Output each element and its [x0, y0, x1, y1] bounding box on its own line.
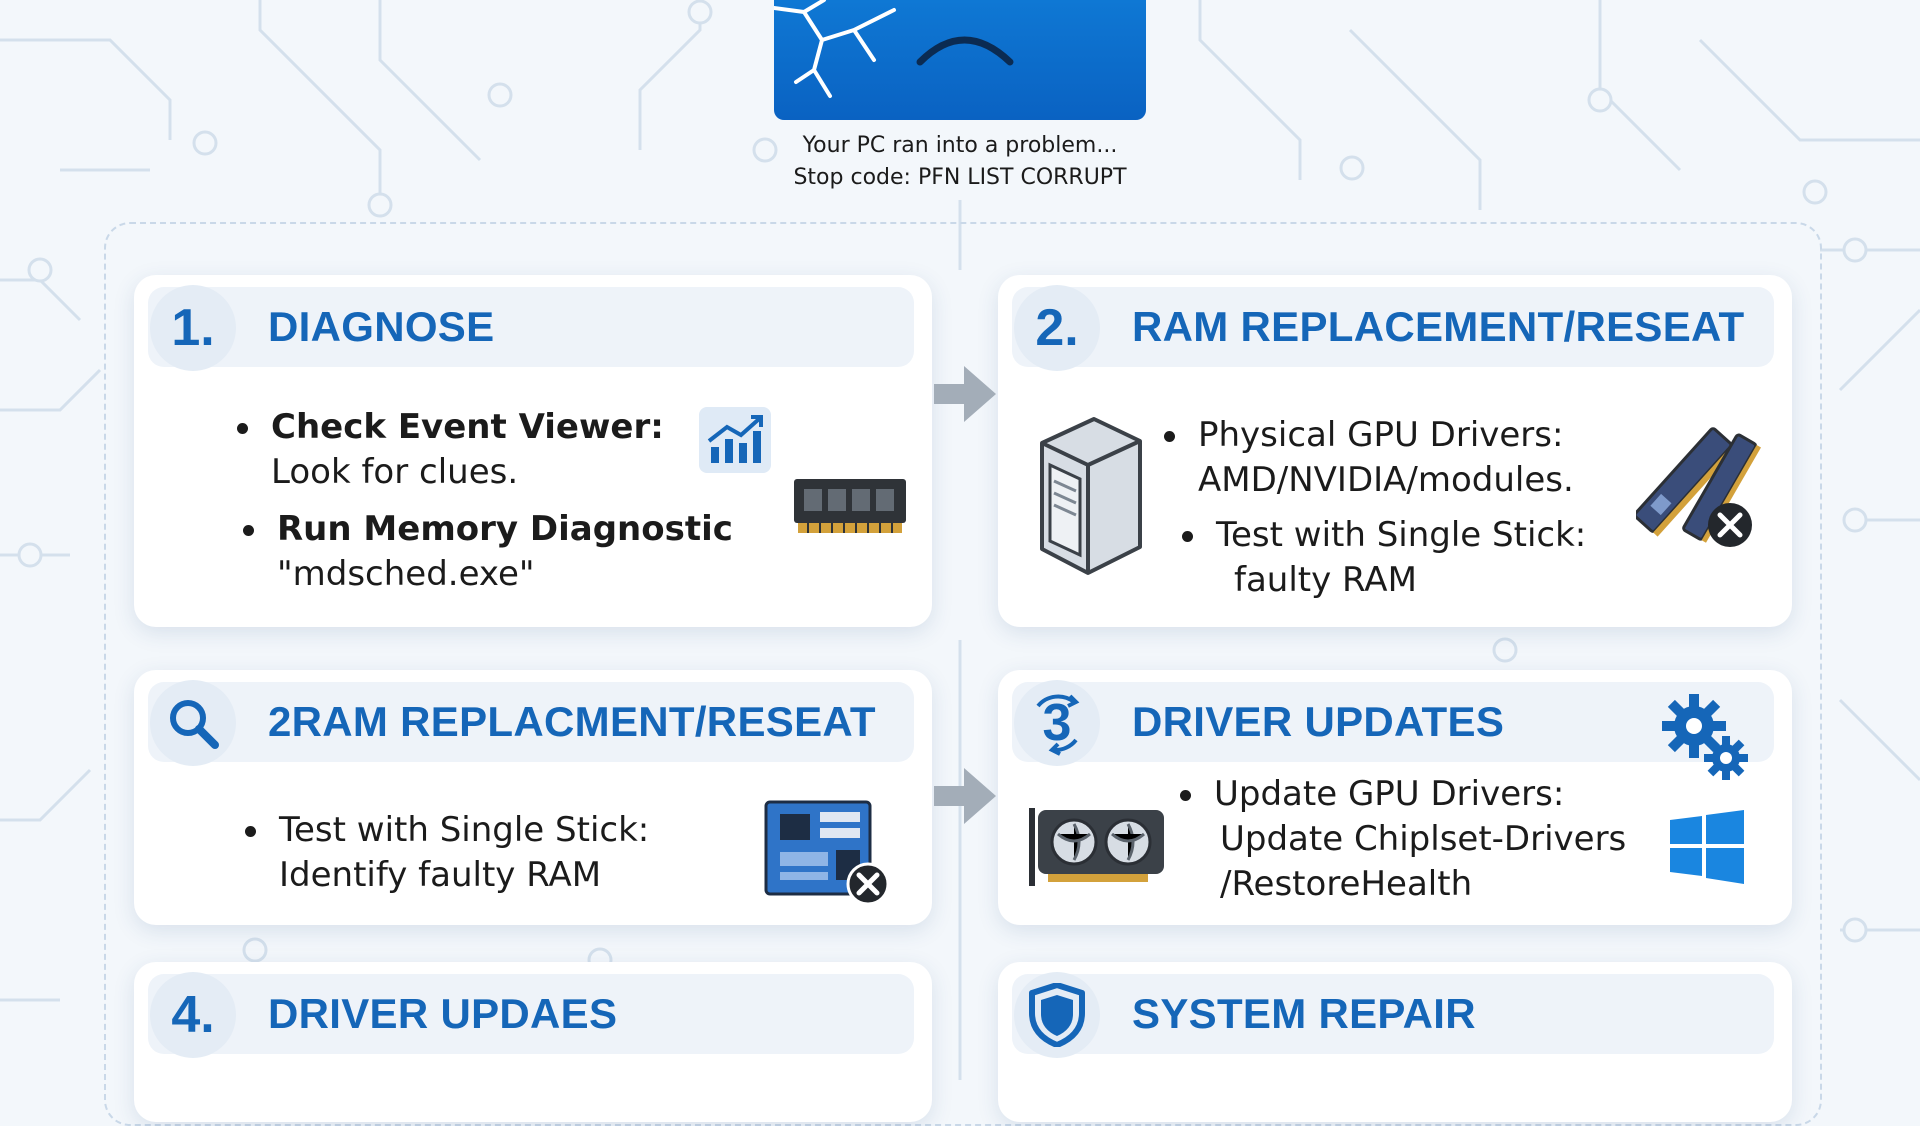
pc-tower-icon	[1040, 417, 1142, 575]
search-icon	[170, 700, 219, 749]
card-header: 2. RAM REPLACEMENT/RESEAT	[1012, 285, 1774, 371]
step-number: 3	[1042, 694, 1072, 752]
card-title: DRIVER UPDATES	[1132, 698, 1505, 745]
bsod-stop-code: Stop code: PFN LIST CORRUPT	[793, 165, 1127, 190]
bullet-detail: Identify faulty RAM	[279, 855, 602, 895]
bullet-lead: Run Memory Diagnostic	[277, 509, 733, 549]
step-card-system-repair: SYSTEM REPAIR	[998, 962, 1792, 1122]
cracked-screen-icon	[774, 0, 1014, 98]
bullet-detail: /RestoreHealth	[1220, 864, 1473, 904]
bullet-lead: Update GPU Drivers:	[1214, 774, 1565, 814]
bsod-caption: Your PC ran into a problem... Stop code:…	[740, 130, 1180, 194]
card-header: 2RAM REPLACMENT/RESEAT	[148, 680, 914, 766]
bullet-lead: Test with Single Stick:	[1216, 515, 1587, 555]
step-number-badge: 3	[1014, 680, 1100, 766]
card-title: 2RAM REPLACMENT/RESEAT	[268, 698, 876, 745]
card-title: DRIVER UPDAES	[268, 990, 618, 1037]
bullet-item: Check Event Viewer: Look for clues.	[237, 405, 664, 495]
bullet-item: Run Memory Diagnostic "mdsched.exe"	[243, 507, 733, 597]
bullet-item: Physical GPU Drivers: AMD/NVIDIA/modules…	[1164, 413, 1574, 503]
bsod-screen	[774, 0, 1146, 120]
bullet-detail: Update Chiplset-Drivers	[1220, 819, 1627, 859]
card-header: SYSTEM REPAIR	[1012, 972, 1774, 1058]
chart-icon	[699, 407, 771, 473]
step-card-ram-replacement: 2. RAM REPLACEMENT/RESEAT Physical GPU D…	[998, 275, 1792, 627]
ram-stick-icon	[794, 479, 906, 533]
card-header: 4. DRIVER UPDAES	[148, 972, 914, 1058]
bullet-lead: Check Event Viewer:	[271, 407, 664, 447]
step-number-badge: 1.	[150, 285, 236, 371]
gears-icon	[1662, 694, 1748, 780]
bullet-lead: Physical GPU Drivers:	[1198, 415, 1564, 455]
bullet-detail: Look for clues.	[271, 452, 519, 492]
bullet-item: Test with Single Stick: faulty RAM	[1181, 513, 1587, 603]
bullet-detail: AMD/NVIDIA/modules.	[1198, 460, 1574, 500]
step-card-driver-updaes: 4. DRIVER UPDAES	[134, 962, 932, 1122]
bullet-item: Update GPU Drivers: Update Chiplset-Driv…	[1179, 772, 1627, 907]
step-number-badge: 4.	[150, 972, 236, 1058]
bullet-detail: "mdsched.exe"	[277, 554, 535, 594]
motherboard-error-icon	[764, 800, 890, 906]
card-title: SYSTEM REPAIR	[1132, 990, 1476, 1037]
flow-arrow-right	[934, 768, 996, 824]
bullet-detail: faulty RAM	[1234, 560, 1417, 600]
refresh-icon	[1036, 694, 1080, 756]
ram-modules-error-icon	[1636, 427, 1761, 547]
step-card-driver-updates: 3 DRIVER UPDATES	[998, 670, 1792, 925]
shield-icon	[1029, 983, 1085, 1047]
shield-badge	[1014, 972, 1100, 1058]
bsod-message: Your PC ran into a problem...	[802, 133, 1118, 158]
card-title: RAM REPLACEMENT/RESEAT	[1132, 303, 1745, 350]
step-number-badge: 2.	[1014, 285, 1100, 371]
card-title: DIAGNOSE	[268, 303, 495, 350]
search-badge	[150, 680, 236, 766]
card-header: 3 DRIVER UPDATES	[1012, 680, 1774, 766]
circuit-background	[0, 0, 1920, 1080]
card-header: 1. DIAGNOSE	[148, 285, 914, 371]
graphics-card-icon	[1029, 808, 1164, 886]
flow-arrow-right	[934, 366, 996, 422]
step-card-ram-replacement-2: 2RAM REPLACMENT/RESEAT Test with Single …	[134, 670, 932, 925]
bullet-lead: Test with Single Stick:	[279, 810, 650, 850]
bullet-item: Test with Single Stick: Identify faulty …	[244, 808, 650, 898]
step-card-diagnose: 1. DIAGNOSE Check Event Viewer: Look for…	[134, 275, 932, 627]
windows-logo-icon	[1670, 810, 1744, 884]
